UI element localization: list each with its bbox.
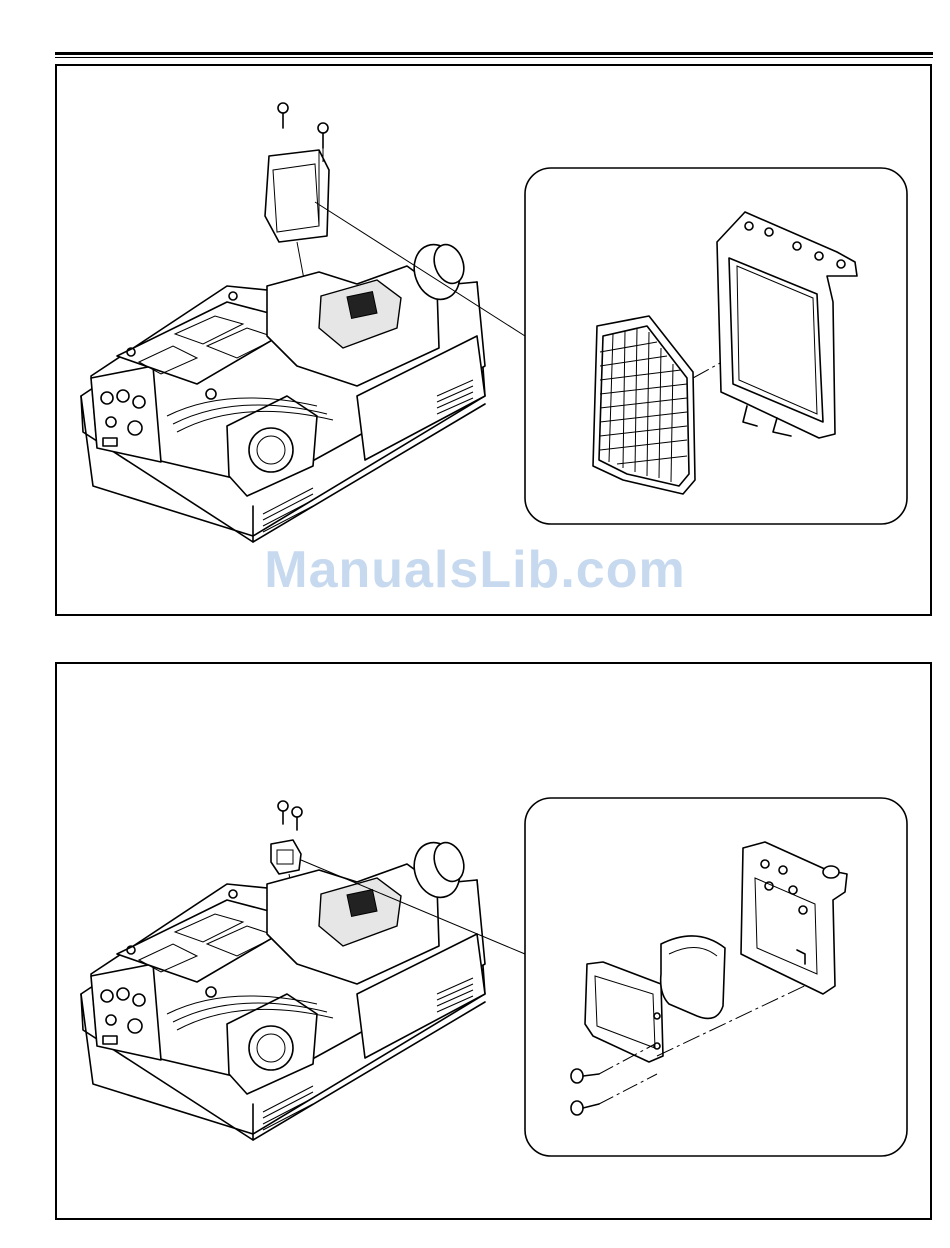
screw-icon	[318, 123, 328, 148]
alignment-line	[599, 1074, 657, 1104]
screw-icon	[278, 103, 288, 128]
bracket-removed	[271, 840, 301, 874]
screw-icon	[571, 1069, 599, 1083]
figure-panel-lower	[55, 662, 932, 1220]
screw-icon	[278, 801, 288, 824]
header-rule-thick	[55, 52, 933, 55]
screw-icon	[571, 1101, 599, 1115]
detail-callout-box	[525, 168, 907, 524]
projector-diagram-upper	[57, 66, 934, 618]
lens-element-icon	[661, 936, 725, 1019]
mounting-bracket-icon	[741, 842, 847, 994]
lens-plate-icon	[585, 962, 663, 1062]
filter-unit-removed	[265, 150, 329, 242]
detail-callout-box	[525, 798, 907, 1156]
figure-panel-upper	[55, 64, 932, 616]
projector-chassis-illustration	[81, 238, 485, 542]
screw-icon	[292, 807, 302, 830]
filter-frame-icon	[717, 212, 857, 438]
projector-chassis-illustration	[81, 836, 485, 1140]
filter-grid-icon	[593, 316, 695, 494]
header-rule-thin	[55, 57, 933, 58]
projector-diagram-lower	[57, 664, 934, 1222]
